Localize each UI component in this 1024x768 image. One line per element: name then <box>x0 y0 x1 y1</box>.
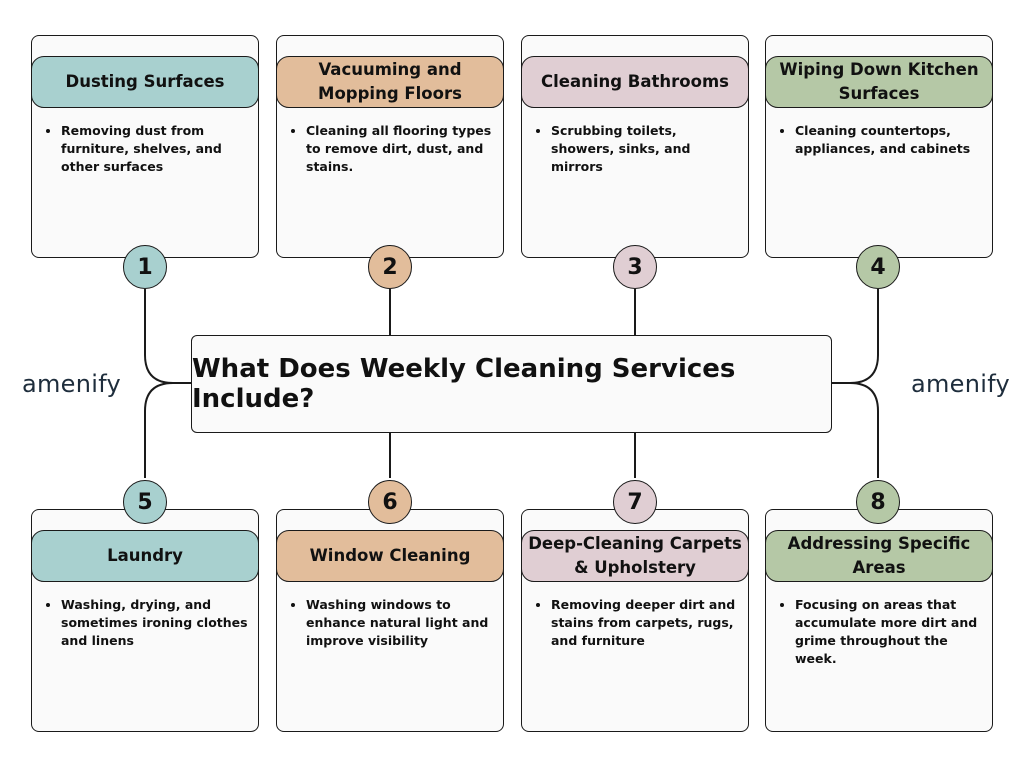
number-badge-1: 1 <box>123 245 167 289</box>
brand-logo-right: amenify <box>911 370 1011 398</box>
item-card-8: Addressing Specific Areas Focusing on ar… <box>765 509 993 732</box>
item-title-1: Dusting Surfaces <box>31 56 259 108</box>
item-card-5: Laundry Washing, drying, and sometimes i… <box>31 509 259 732</box>
number-badge-5: 5 <box>123 480 167 524</box>
item-description-4: Cleaning countertops, appliances, and ca… <box>795 122 986 158</box>
item-title-7: Deep-Cleaning Carpets & Upholstery <box>521 530 749 582</box>
item-card-1: Dusting Surfaces Removing dust from furn… <box>31 35 259 258</box>
item-card-2: Vacuuming and Mopping Floors Cleaning al… <box>276 35 504 258</box>
item-description-2: Cleaning all flooring types to remove di… <box>306 122 497 176</box>
brand-logo-left: amenify <box>22 370 122 398</box>
item-card-6: Window Cleaning Washing windows to enhan… <box>276 509 504 732</box>
item-title-8: Addressing Specific Areas <box>765 530 993 582</box>
number-badge-2: 2 <box>368 245 412 289</box>
number-badge-6: 6 <box>368 480 412 524</box>
number-badge-7: 7 <box>613 480 657 524</box>
item-description-5: Washing, drying, and sometimes ironing c… <box>61 596 252 650</box>
item-title-2: Vacuuming and Mopping Floors <box>276 56 504 108</box>
item-title-5: Laundry <box>31 530 259 582</box>
number-badge-3: 3 <box>613 245 657 289</box>
item-title-6: Window Cleaning <box>276 530 504 582</box>
item-description-3: Scrubbing toilets, showers, sinks, and m… <box>551 122 742 176</box>
item-description-7: Removing deeper dirt and stains from car… <box>551 596 742 650</box>
item-title-3: Cleaning Bathrooms <box>521 56 749 108</box>
item-title-4: Wiping Down Kitchen Surfaces <box>765 56 993 108</box>
item-card-4: Wiping Down Kitchen Surfaces Cleaning co… <box>765 35 993 258</box>
item-description-8: Focusing on areas that accumulate more d… <box>795 596 986 668</box>
item-description-6: Washing windows to enhance natural light… <box>306 596 497 650</box>
number-badge-8: 8 <box>856 480 900 524</box>
number-badge-4: 4 <box>856 245 900 289</box>
item-card-7: Deep-Cleaning Carpets & Upholstery Remov… <box>521 509 749 732</box>
central-title: What Does Weekly Cleaning Services Inclu… <box>191 335 832 433</box>
item-description-1: Removing dust from furniture, shelves, a… <box>61 122 252 176</box>
item-card-3: Cleaning Bathrooms Scrubbing toilets, sh… <box>521 35 749 258</box>
